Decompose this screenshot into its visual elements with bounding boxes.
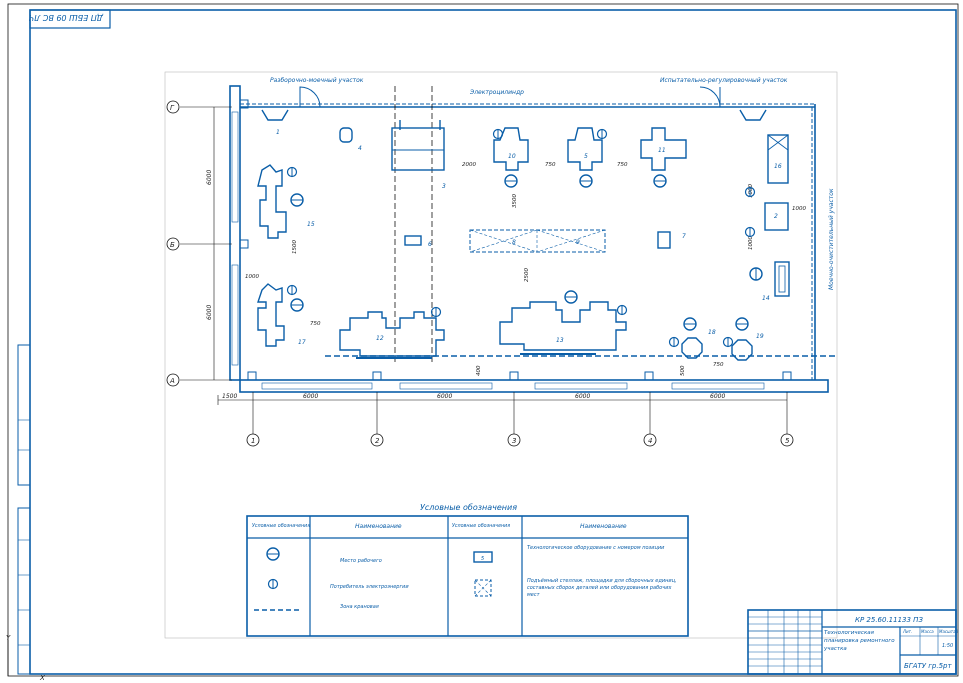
equipment: [257, 109, 790, 361]
title-org: БГАТУ гр.5рт: [904, 662, 953, 670]
pos-label-16: 16: [774, 163, 782, 170]
legend: Условные обозначения Условные обозначени…: [246, 503, 689, 637]
dim-750a: 750: [545, 162, 556, 168]
pos-label-13: 13: [556, 337, 564, 344]
pos-label-18: 18: [708, 329, 716, 336]
dim-500: 500: [680, 365, 686, 376]
pos-label-14: 14: [762, 295, 770, 302]
axis-row-g: Г: [170, 104, 175, 112]
pos-label-4: 4: [358, 145, 362, 152]
pos-label-1: 1: [276, 129, 280, 136]
pos-label-2: 2: [774, 213, 778, 220]
dim-1000d: 1000: [792, 206, 806, 212]
svg-text:X: X: [39, 674, 45, 682]
pos-label-17: 17: [298, 339, 306, 346]
pos-label-6: 6: [428, 241, 432, 248]
legend-row1-name2: Технологическое оборудование с номером п…: [527, 545, 665, 551]
dim-750d: 750: [713, 362, 724, 368]
columns: [239, 99, 792, 381]
dim-1000c: 1000: [245, 274, 259, 280]
dim-3500: 3500: [512, 194, 518, 208]
zone-label-electrical: Электроцилиндр: [469, 89, 524, 96]
title-scale: 1:50: [942, 643, 953, 649]
dim-bottom-2: 6000: [303, 393, 318, 400]
axis-row-a: А: [169, 377, 175, 385]
dim-bottom-1: 1500: [222, 393, 237, 400]
legend-row3-name: Зона крановая: [340, 604, 379, 610]
axis-col-1: 1: [251, 437, 255, 445]
dim-bottom-4: 6000: [575, 393, 590, 400]
pos-label-7: 7: [682, 233, 686, 240]
legend-row1-name: Место рабочего: [340, 558, 382, 564]
title-col-scale: Масштаб: [939, 629, 959, 634]
pos-label-9: 9: [576, 239, 580, 246]
pos-label-19: 19: [756, 333, 764, 340]
pos-label-5: 5: [584, 153, 588, 160]
dim-400: 400: [476, 365, 482, 376]
sheet-frame: [29, 9, 957, 675]
dim-750c: 750: [310, 321, 321, 327]
dim-750b: 750: [617, 162, 628, 168]
title-doc-code: КР 25.60.11133 ПЗ: [855, 616, 923, 624]
axis-col-3: 3: [512, 437, 516, 445]
dim-1000a: 1000: [748, 184, 754, 198]
dim-bottom-3: 6000: [437, 393, 452, 400]
sheet-stamp-box: [29, 9, 111, 29]
zone-label-storage: Моечно-очистительный участок: [828, 188, 835, 290]
dim-left-1: 6000: [206, 170, 213, 185]
workplace-markers: [286, 128, 763, 348]
svg-text:Y: Y: [6, 634, 11, 642]
legend-head-symbol2: Условные обозначения: [452, 523, 510, 529]
legend-title: Условные обозначения: [420, 503, 517, 512]
plan-area: [164, 71, 838, 639]
legend-head-symbol: Условные обозначения: [252, 523, 310, 529]
pos-label-15: 15: [307, 221, 315, 228]
legend-box-num: 5: [481, 556, 484, 562]
dim-1000b: 1000: [748, 236, 754, 250]
pos-label-8: 8: [512, 239, 516, 246]
axis-col-5: 5: [785, 437, 790, 445]
legend-head-name: Наименование: [355, 523, 402, 530]
pos-label-12: 12: [376, 335, 384, 342]
axis-grid: Г Б А 1 2 3 4 5: [166, 100, 794, 447]
pos-label-10: 10: [508, 153, 516, 160]
legend-head-name2: Наименование: [580, 523, 627, 530]
dim-2500: 2500: [524, 268, 530, 282]
dimensions: 1500 6000 6000 6000 6000 6000 6000 2000 …: [206, 107, 806, 405]
building-walls: [229, 85, 829, 393]
title-col-lit: Лит.: [902, 629, 912, 634]
dim-1500: 1500: [292, 240, 298, 254]
pos-label-3: 3: [442, 183, 446, 190]
axis-col-4: 4: [648, 437, 652, 445]
zone-label-test: Испытательно-регулировочный участок: [660, 77, 788, 84]
axis-row-b: Б: [170, 241, 175, 249]
legend-row2-name2: Подъёмный стеллаж, площадки для сборочны…: [527, 578, 677, 598]
sheet-outer-border: [7, 3, 959, 677]
title-doc-title: Технологическая планировка ремонтного уч…: [824, 630, 895, 652]
dim-bottom-5: 6000: [710, 393, 725, 400]
zone-label-assembly: Разборочно-моечный участок: [270, 77, 364, 84]
dim-left-2: 6000: [206, 305, 213, 320]
dim-2000: 2000: [462, 162, 476, 168]
axis-col-2: 2: [375, 437, 380, 445]
legend-row2-name: Потребитель электроэнергии: [330, 584, 409, 590]
title-block: КР 25.60.11133 ПЗ Технологическая планир…: [747, 609, 959, 675]
title-col-mass: Масса: [921, 629, 934, 634]
position-labels: 1 4 3 6 7 8 9 10 5 11 2 16 14 15 17 12 1…: [276, 129, 782, 346]
pos-label-11: 11: [658, 147, 666, 154]
left-side-strip: Y X: [6, 344, 45, 682]
sheet-stamp: ДП ЕБШ 09 ВС ЛЧ: [28, 13, 104, 22]
